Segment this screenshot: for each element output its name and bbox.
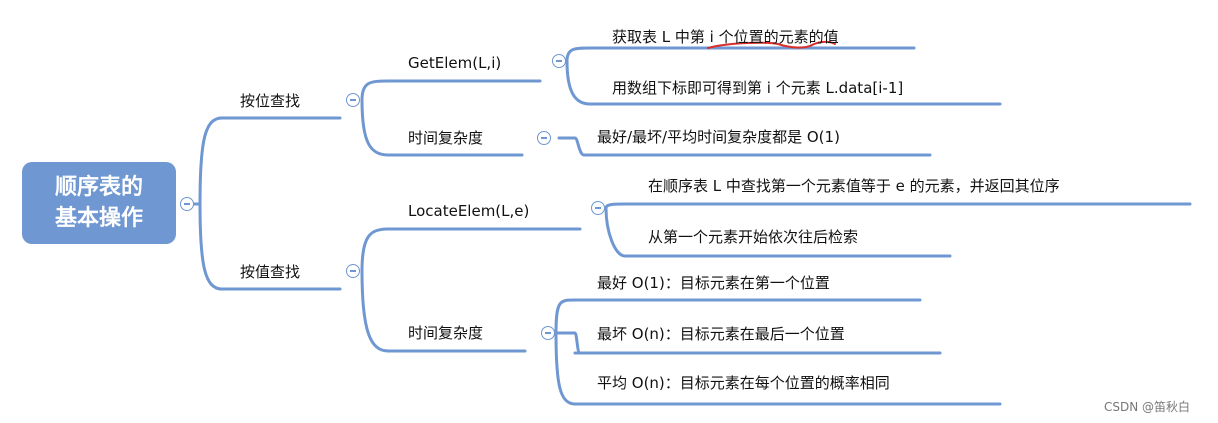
node-locateelem[interactable]: LocateElem(L,e) <box>408 202 530 220</box>
root-node[interactable]: 顺序表的 基本操作 <box>22 162 176 244</box>
connector-time-1 <box>557 136 932 157</box>
minus-circle-icon[interactable] <box>591 201 605 215</box>
root-title-line-1: 顺序表的 <box>54 175 143 200</box>
leaf-locateelem-desc[interactable]: 在顺序表 L 中查找第一个元素值等于 e 的元素，并返回其位序 <box>648 177 1060 195</box>
connector-locateelem <box>604 202 627 258</box>
minus-circle-icon[interactable] <box>346 264 360 278</box>
node-time-complexity-position[interactable]: 时间复杂度 <box>408 129 484 147</box>
connector-getelem <box>565 46 592 106</box>
leaf-locateelem-method[interactable]: 从第一个元素开始依次往后检索 <box>648 228 859 246</box>
minus-circle-icon[interactable] <box>541 326 555 340</box>
node-by-value[interactable]: 按值查找 <box>240 263 301 281</box>
node-by-position[interactable]: 按位查找 <box>240 92 301 110</box>
minus-circle-icon[interactable] <box>552 54 566 68</box>
leaf-time-average[interactable]: 平均 O(n)：目标元素在每个位置的概率相同 <box>597 374 890 392</box>
minus-circle-icon[interactable] <box>537 131 551 145</box>
leaf-time-worst[interactable]: 最坏 O(n)：目标元素在最后一个位置 <box>597 325 845 343</box>
node-time-complexity-value[interactable]: 时间复杂度 <box>408 324 484 342</box>
connector-root <box>189 116 224 291</box>
node-getelem[interactable]: GetElem(L,i) <box>408 54 502 72</box>
leaf-getelem-desc[interactable]: 获取表 L 中第 i 个位置的元素的值 <box>612 28 839 46</box>
watermark-text: CSDN @笛秋白 <box>1104 400 1191 414</box>
minus-circle-icon[interactable] <box>346 93 360 107</box>
connector-by-value <box>360 227 390 353</box>
leaf-getelem-method[interactable]: 用数组下标即可得到第 i 个元素 L.data[i-1] <box>612 79 904 97</box>
minus-circle-icon[interactable] <box>180 197 194 211</box>
root-title-line-2: 基本操作 <box>54 206 143 231</box>
leaf-time-best[interactable]: 最好 O(1)：目标元素在第一个位置 <box>597 274 830 292</box>
leaf-time-all[interactable]: 最好/最坏/平均时间复杂度都是 O(1) <box>597 128 840 146</box>
handwritten-underline-annotation <box>707 40 836 49</box>
connector-by-position <box>360 79 390 157</box>
